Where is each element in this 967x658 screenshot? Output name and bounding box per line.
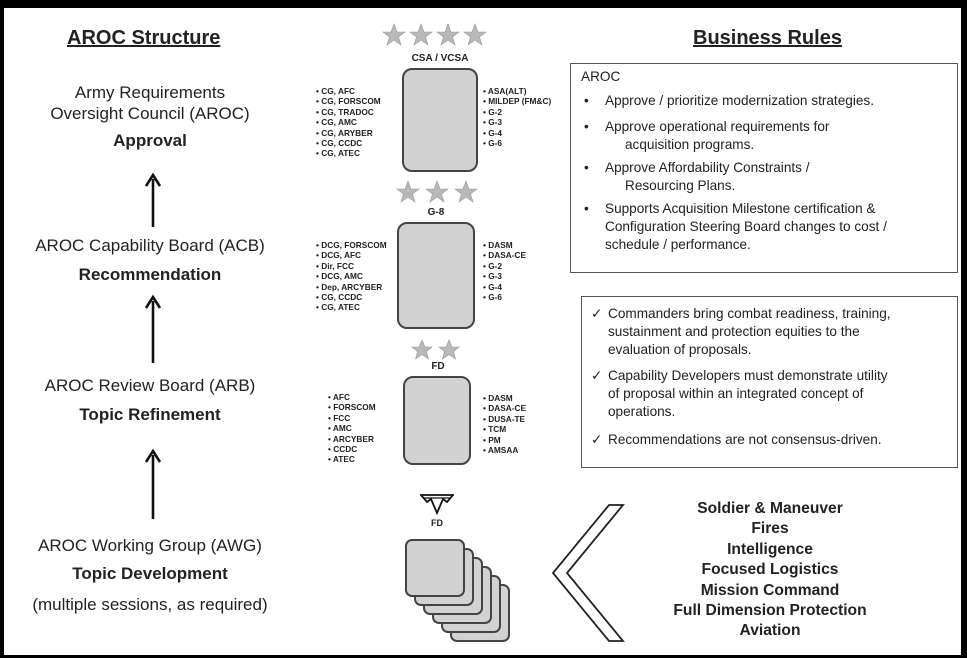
board-label-csa: CSA / VCSA: [411, 53, 469, 64]
guideline-item: ✓ Commanders bring combat readiness, tra…: [591, 306, 891, 357]
guideline-item: ✓ Capability Developers must demonstrate…: [591, 368, 888, 419]
level-awg-name: AROC Working Group (AWG): [38, 536, 262, 555]
level-acb-sub: Recommendation: [78, 265, 222, 284]
domain-item: Aviation: [739, 622, 801, 640]
board-label-g8: G-8: [427, 207, 445, 218]
level-arb-sub: Topic Refinement: [79, 405, 221, 424]
level-acb-name: AROC Capability Board (ACB): [35, 236, 265, 255]
level-awg-sub: Topic Development: [72, 564, 228, 583]
board-box-g8: [397, 222, 475, 329]
stars-2-icon: [409, 338, 465, 365]
domain-item: Mission Command: [700, 581, 840, 599]
level-aroc-line2: Oversight Council (AROC): [50, 104, 250, 123]
g8-right-members: • DASM • DASA-CE • G-2 • G-3 • G-4 • G-6: [483, 240, 527, 303]
aroc-structure-title: AROC Structure: [67, 27, 221, 49]
guidelines-box: ✓ Commanders bring combat readiness, tra…: [581, 296, 958, 468]
rule-item: • Approve Affordability Constraints / Re…: [584, 160, 810, 193]
stars-4-icon: [381, 22, 491, 51]
aroc-rules-heading: AROC: [581, 69, 621, 84]
stars-3-icon: [395, 179, 479, 208]
level-awg: AROC Working Group (AWG) Topic Developme…: [0, 535, 300, 615]
fd-left-members: • AFC • FORSCOM • FCC • AMC • ARCYBER • …: [328, 392, 376, 465]
domain-item: Full Dimension Protection: [673, 602, 867, 620]
board-label-fd: FD: [431, 361, 445, 372]
board-box-csa: [402, 68, 478, 172]
level-aroc-line1: Army Requirements: [74, 83, 226, 102]
board-label-fd-awg: FD: [431, 518, 443, 528]
aroc-rules-box: AROC • Approve / prioritize modernizatio…: [570, 63, 958, 273]
level-acb: AROC Capability Board (ACB) Recommendati…: [0, 235, 300, 285]
guideline-item: ✓ Recommendations are not consensus-driv…: [591, 432, 882, 447]
domain-item: Focused Logistics: [701, 561, 839, 579]
level-arb: AROC Review Board (ARB) Topic Refinement: [0, 375, 300, 425]
rule-item: • Approve / prioritize modernization str…: [584, 93, 874, 108]
level-aroc-sub: Approval: [113, 131, 187, 150]
up-arrow-2: [144, 294, 162, 363]
warfighting-domains-list: Soldier & Maneuver Fires Intelligence Fo…: [620, 499, 920, 642]
domain-item: Intelligence: [727, 540, 813, 558]
rule-item: • Approve operational requirements for a…: [584, 119, 830, 152]
csa-left-members: • CG, AFC • CG, FORSCOM • CG, TRADOC • C…: [316, 86, 381, 159]
csa-right-members: • ASA(ALT) • MILDEP (FM&C) • G-2 • G-3 •…: [483, 86, 552, 149]
domain-item: Soldier & Maneuver: [697, 500, 843, 517]
up-arrow-1: [144, 172, 162, 227]
fd-right-members: • DASM • DASA-CE • DUSA-TE • TCM • PM • …: [483, 393, 527, 456]
rule-item: • Supports Acquisition Milestone certifi…: [584, 201, 887, 252]
domain-item: Fires: [751, 520, 789, 538]
business-rules-title: Business Rules: [693, 27, 842, 49]
up-arrow-3: [144, 448, 162, 519]
board-box-fd: [403, 376, 471, 465]
eagle-insignia-icon: [419, 493, 455, 520]
left-chevron-icon: [551, 504, 625, 642]
level-arb-name: AROC Review Board (ARB): [44, 376, 256, 395]
session-card: [405, 539, 465, 597]
level-aroc: Army Requirements Oversight Council (ARO…: [0, 82, 300, 151]
g8-left-members: • DCG, FORSCOM • DCG, AFC • Dir, FCC • D…: [316, 240, 387, 313]
level-awg-note: (multiple sessions, as required): [32, 595, 268, 614]
